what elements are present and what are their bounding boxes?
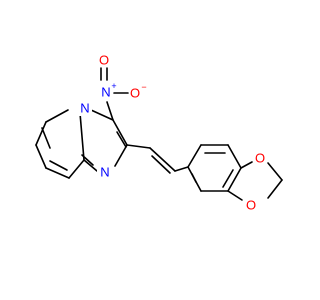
ring-n-imine-label: N bbox=[100, 165, 109, 180]
bond bbox=[49, 160, 68, 171]
structure-canvas: N N N + O O − O O bbox=[0, 0, 300, 300]
bond bbox=[45, 167, 70, 179]
bond bbox=[240, 161, 253, 169]
bond bbox=[267, 179, 283, 199]
bond bbox=[222, 169, 234, 188]
bond bbox=[191, 173, 197, 183]
dioxole-ring bbox=[227, 161, 283, 201]
bond bbox=[116, 131, 127, 148]
bond bbox=[149, 147, 176, 172]
bond bbox=[79, 112, 85, 161]
bond bbox=[106, 101, 114, 121]
dioxole-o-bottom-label: O bbox=[246, 198, 256, 213]
bond bbox=[187, 144, 202, 168]
background bbox=[0, 0, 300, 300]
bond bbox=[90, 109, 114, 121]
nitro-n-label: N bbox=[101, 85, 110, 100]
bond bbox=[227, 144, 242, 169]
dioxole-o-top-label: O bbox=[255, 151, 265, 166]
bond bbox=[81, 154, 94, 166]
bond bbox=[68, 159, 85, 179]
nitro-o-single-label: O bbox=[130, 86, 140, 101]
ring-n-bridge-label: N bbox=[80, 101, 89, 116]
bond bbox=[35, 144, 47, 169]
bond bbox=[41, 127, 51, 149]
bond bbox=[45, 109, 69, 123]
bond bbox=[227, 167, 242, 192]
bond bbox=[83, 159, 98, 172]
bond bbox=[35, 121, 47, 146]
nitro-o-double-label: O bbox=[99, 53, 109, 68]
bond bbox=[112, 119, 128, 146]
nitro-n-charge: + bbox=[111, 81, 116, 91]
bond bbox=[151, 155, 171, 174]
atom-labels: N N N + O O − O O bbox=[78, 53, 265, 213]
bond bbox=[267, 162, 283, 181]
benzene-ring bbox=[187, 144, 242, 192]
bond bbox=[126, 144, 151, 149]
chemical-structure-diagram: N N N + O O − O O bbox=[0, 0, 300, 300]
pyridine-ring bbox=[35, 109, 85, 179]
bond bbox=[174, 166, 189, 172]
bond bbox=[114, 144, 128, 167]
imidazole-ring bbox=[81, 109, 128, 172]
bond bbox=[227, 190, 243, 201]
nitro-o-charge: − bbox=[141, 82, 146, 92]
